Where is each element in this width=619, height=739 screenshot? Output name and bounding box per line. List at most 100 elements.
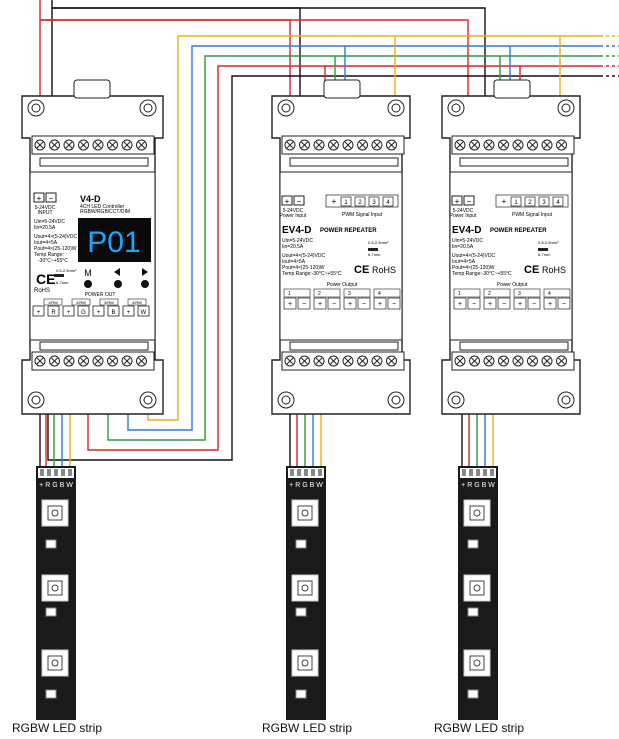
- output-channel-number: 4: [548, 291, 551, 297]
- resistor-icon: [45, 539, 57, 549]
- display-readout: P01: [87, 226, 140, 259]
- pwm-input-number: 2: [358, 200, 362, 206]
- svg-text:−: −: [472, 301, 476, 308]
- svg-text:+: +: [458, 301, 462, 308]
- resistor-icon: [467, 607, 479, 617]
- svg-text:−: −: [562, 301, 566, 308]
- pwm-input-number: 3: [542, 200, 546, 206]
- pwm-signal-label: PWM Signal Input: [342, 212, 383, 218]
- pwm-input-number: 3: [372, 200, 376, 206]
- power-neg-label: −: [297, 197, 302, 206]
- power-input-label: Power Input: [280, 213, 307, 219]
- spec-uout: Uout=4×(5-24)VDC: [34, 234, 77, 240]
- svg-text:+: +: [378, 301, 382, 308]
- rohs-mark: RoHS: [372, 265, 396, 275]
- svg-text:+: +: [518, 301, 522, 308]
- svg-text:−: −: [362, 301, 366, 308]
- spec-temp-value: -30°C~+55°C: [38, 258, 68, 264]
- wire-size: 0.5-2.5mm²: [538, 240, 559, 245]
- led-display: [78, 218, 151, 262]
- spec-uin: Uin=5-24VDC: [282, 238, 313, 244]
- strip-label: RGBW LED strip: [262, 721, 353, 735]
- svg-text:+: +: [548, 301, 552, 308]
- button-left: [114, 280, 122, 288]
- spec-temp-label: Temp Range:: [34, 252, 64, 258]
- controller-model: V4-D: [80, 194, 101, 204]
- left-arrow-icon: [114, 268, 120, 276]
- right-arrow-icon: [142, 268, 148, 276]
- controller-top-terminals: [31, 135, 155, 167]
- rohs-mark: RoHS: [542, 265, 566, 275]
- led-strip: + R G B W: [458, 466, 498, 720]
- output-channel-number: 2: [488, 291, 491, 297]
- power-input-voltage: 5-24VDC: [453, 208, 474, 214]
- strip-label: RGBW LED strip: [434, 721, 525, 735]
- spec-temp: Temp Range:-30°C~+55°C: [282, 271, 342, 277]
- spec-uout: Uout=4×(5-24)VDC: [282, 253, 325, 259]
- channel-label: 2/RW: [76, 300, 86, 305]
- spec-uin: Uin=5-24VDC: [34, 219, 65, 225]
- output-channel-number: 3: [518, 291, 521, 297]
- spec-temp: Temp Range:-30°C~+55°C: [452, 271, 512, 277]
- spec-uout: Uout=4×(5-24)VDC: [452, 253, 495, 259]
- output-terminal-label: +: [127, 310, 131, 316]
- output-terminal-label: +: [97, 310, 101, 316]
- wire-size: 0.5-2.5mm²: [56, 268, 77, 273]
- input-neg-label: −: [49, 194, 54, 203]
- wire-length: 6-7mm: [538, 252, 551, 257]
- pwm-input-number: 1: [344, 200, 348, 206]
- spec-pout: Pout=4×(25-120)W: [452, 265, 495, 271]
- spec-iin: Iin=20.5A: [452, 244, 474, 250]
- svg-text:+: +: [502, 197, 507, 206]
- controller-device: + − 5-24VDC INPUT V4-D 4CH LED Controlle…: [21, 79, 164, 415]
- power-input-voltage: 5-24VDC: [283, 208, 304, 214]
- repeater-subtitle: POWER REPEATER: [490, 228, 547, 234]
- resistor-icon: [295, 607, 307, 617]
- output-channel-number: 1: [458, 291, 461, 297]
- led-strip: + R G B W: [36, 466, 76, 720]
- svg-text:−: −: [302, 301, 306, 308]
- input-voltage-label: 5-24VDC: [35, 205, 56, 211]
- svg-text:−: −: [392, 301, 396, 308]
- spec-iin: Iin=20.5A: [282, 244, 304, 250]
- strip-label: RGBW LED strip: [12, 721, 103, 735]
- output-terminal-label: W: [141, 310, 147, 316]
- output-terminal-label: +: [67, 310, 71, 316]
- power-out-label: POWER OUT: [85, 292, 116, 298]
- spec-iout: Iout=4×5A: [452, 259, 476, 265]
- output-channel-number: 2: [318, 291, 321, 297]
- spec-iout: Iout=4×5A: [34, 240, 58, 246]
- repeater-model: EV4-D: [282, 225, 311, 236]
- resistor-icon: [295, 689, 307, 699]
- power-output-label: Power Output: [497, 282, 528, 288]
- output-channel-number: 4: [378, 291, 381, 297]
- svg-text:+: +: [488, 301, 492, 308]
- power-pos-label: +: [455, 197, 460, 206]
- wire-length: 6-7mm: [56, 280, 69, 285]
- power-input-label: Power Input: [450, 213, 477, 219]
- svg-text:−: −: [332, 301, 336, 308]
- resistor-icon: [45, 607, 57, 617]
- wire-pwm-black: [47, 75, 600, 461]
- channel-label: 4/RW: [132, 300, 142, 305]
- ce-mark: CE: [354, 264, 369, 276]
- button-right: [141, 280, 149, 288]
- svg-text:−: −: [502, 301, 506, 308]
- repeater-subtitle: POWER REPEATER: [320, 228, 377, 234]
- pwm-signal-label: PWM Signal Input: [512, 212, 553, 218]
- power-pos-label: +: [285, 197, 290, 206]
- ce-mark: CE: [524, 264, 539, 276]
- wire-length: 6-7mm: [368, 252, 381, 257]
- repeater-model: EV4-D: [452, 225, 481, 236]
- pwm-input-number: 1: [514, 200, 518, 206]
- led-strip: + R G B W: [286, 466, 326, 720]
- output-terminal-label: G: [81, 310, 86, 316]
- spec-pout: Pout=4×(25-120)W: [34, 246, 77, 252]
- spec-iout: Iout=4×5A: [282, 259, 306, 265]
- power-output-label: Power Output: [327, 282, 358, 288]
- strip-pin-labels: + R G B W: [289, 482, 323, 489]
- resistor-icon: [295, 539, 307, 549]
- spec-iin: Iin=20.5A: [34, 225, 56, 231]
